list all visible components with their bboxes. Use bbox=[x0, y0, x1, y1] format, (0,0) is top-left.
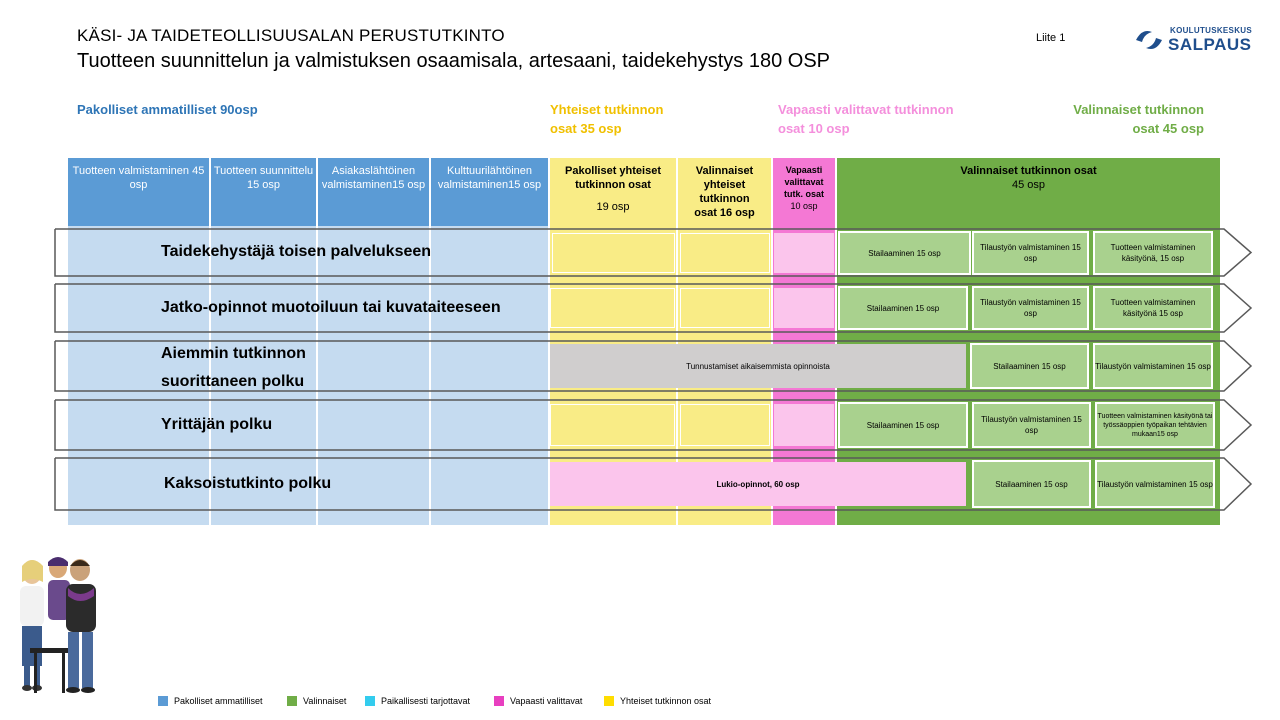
legend-item-vapaasti: Vapaasti valittavat bbox=[494, 696, 582, 706]
cell-lukio-opinnot: Lukio-opinnot, 60 osp bbox=[550, 462, 966, 506]
col-valinnaiset-label: Valinnaiset tutkinnon osat bbox=[960, 165, 1097, 177]
page-subtitle: KÄSI- JA TAIDETEOLLISUUSALAN PERUSTUTKIN… bbox=[77, 26, 505, 45]
cell-tilaustyo: Tilaustyön valmistaminen 15 osp bbox=[1093, 343, 1213, 389]
row-label: Yrittäjän polku bbox=[161, 416, 273, 433]
legend-swatch bbox=[604, 696, 614, 706]
legend-label: Paikallisesti tarjottavat bbox=[381, 696, 471, 706]
row-arrow-outline bbox=[54, 283, 1253, 333]
divider bbox=[209, 226, 211, 525]
cell-tilaustyo: Tilaustyön valmistaminen 15 osp bbox=[972, 286, 1089, 330]
page-title: Tuotteen suunnittelun ja valmistuksen os… bbox=[77, 50, 831, 72]
section-valinnaiset-line2: osat 45 osp bbox=[1132, 121, 1204, 136]
row-label: Jatko-opinnot muotoiluun tai kuvataitees… bbox=[161, 299, 501, 316]
section-vapaasti-line1: Vapaasti valittavat tutkinnon bbox=[778, 102, 954, 117]
path-row-aiemmin: Aiemmin tutkinnon suorittaneen polku Tun… bbox=[54, 340, 1253, 392]
row-arrow-outline bbox=[54, 340, 1253, 392]
cell-pink bbox=[774, 233, 834, 273]
col-valinnaiset-tutkinnon: Valinnaiset tutkinnon osat 45 osp bbox=[837, 158, 1220, 226]
col-vapaasti-label: Vapaasti valittavat tutk. osat bbox=[783, 165, 824, 199]
legend-item-valinnaiset: Valinnaiset bbox=[287, 696, 346, 706]
col-tuotteen-suunnittelu: Tuotteen suunnittelu 15 osp bbox=[211, 158, 316, 226]
section-vapaasti-line2: osat 10 osp bbox=[778, 121, 850, 136]
legend-label: Pakolliset ammatilliset bbox=[174, 696, 263, 706]
salpaus-logo: KOULUTUSKESKUS SALPAUS bbox=[1132, 24, 1262, 58]
section-valinnaiset-line1: Valinnaiset tutkinnon bbox=[1073, 102, 1204, 117]
section-pakolliset: Pakolliset ammatilliset 90osp bbox=[77, 102, 258, 117]
legend-swatch bbox=[287, 696, 297, 706]
divider bbox=[316, 226, 318, 525]
legend-item-paikallisesti: Paikallisesti tarjottavat bbox=[365, 696, 470, 706]
legend-label: Valinnaiset bbox=[303, 696, 347, 706]
col-valinnaiset-osp: 45 osp bbox=[1011, 179, 1046, 191]
col-kulttuurilahtoinen: Kulttuurilähtöinen valmistaminen15 osp bbox=[431, 158, 548, 226]
legend-item-pakolliset: Pakolliset ammatilliset bbox=[158, 696, 263, 706]
cell-tilaustyo: Tilaustyön valmistaminen 15 osp bbox=[972, 231, 1089, 275]
col-pakolliset-yhteiset-osp: 19 osp bbox=[596, 201, 630, 213]
col-vapaasti-valittavat: Vapaasti valittavat tutk. osat 10 osp bbox=[773, 158, 835, 226]
cell-yellow bbox=[550, 288, 675, 328]
path-row-taidekehystaja: Taidekehystäjä toisen palvelukseen Stail… bbox=[54, 228, 1253, 277]
cell-stailaaminen: Stailaaminen 15 osp bbox=[838, 402, 968, 448]
cell-tilaustyo: Tilaustyön valmistaminen 15 osp bbox=[972, 402, 1091, 448]
cell-tuotteen-valmistaminen: Tuotteen valmistaminen käsityönä tai työ… bbox=[1095, 402, 1215, 448]
col-valinnaiset-yhteiset: Valinnaiset yhteiset tutkinnon osat 16 o… bbox=[678, 158, 771, 226]
cell-stailaaminen: Stailaaminen 15 osp bbox=[970, 343, 1089, 389]
cell-tuotteen-valmistaminen: Tuotteen valmistaminen käsityönä, 15 osp bbox=[1093, 231, 1213, 275]
row-label-line2: suorittaneen polku bbox=[161, 373, 305, 390]
cell-yellow bbox=[680, 404, 770, 446]
col-pakolliset-yhteiset-label: Pakolliset yhteiset tutkinnon osat bbox=[565, 165, 661, 191]
cell-stailaaminen: Stailaaminen 15 osp bbox=[972, 460, 1091, 508]
students-illustration-icon bbox=[20, 557, 96, 693]
row-label: Kaksoistutkinto polku bbox=[164, 475, 332, 492]
cell-pink bbox=[774, 404, 834, 446]
col-asiakaslahtoinen: Asiakaslähtöinen valmistaminen15 osp bbox=[318, 158, 429, 226]
cell-tuotteen-valmistaminen: Tuotteen valmistaminen käsityönä 15 osp bbox=[1093, 286, 1213, 330]
logo-top-text: KOULUTUSKESKUS bbox=[1170, 26, 1252, 35]
divider bbox=[429, 226, 431, 525]
legend-label: Yhteiset tutkinnon osat bbox=[620, 696, 712, 706]
row-label-line1: Aiemmin tutkinnon bbox=[161, 345, 306, 362]
section-yhteiset: Yhteiset tutkinnon osat 35 osp bbox=[550, 100, 663, 138]
section-yhteiset-line1: Yhteiset tutkinnon bbox=[550, 102, 664, 117]
legend-swatch bbox=[158, 696, 168, 706]
logo-mark-icon bbox=[1136, 31, 1162, 49]
row-arrow-outline bbox=[54, 399, 1253, 451]
attachment-label: Liite 1 bbox=[1036, 32, 1066, 44]
legend-item-yhteiset: Yhteiset tutkinnon osat bbox=[604, 696, 711, 706]
row-arrow-outline bbox=[54, 457, 1253, 511]
cell-yellow bbox=[552, 233, 675, 273]
cell-tilaustyo: Tilaustyön valmistaminen 15 osp bbox=[1095, 460, 1215, 508]
path-row-kaksoistutkinto: Kaksoistutkinto polku Lukio-opinnot, 60 … bbox=[54, 457, 1253, 511]
cell-yellow bbox=[680, 288, 770, 328]
cell-tunnustamiset: Tunnustamiset aikaisemmista opinnoista bbox=[550, 344, 966, 388]
row-arrow-outline bbox=[54, 228, 1253, 277]
path-row-yrittaja: Yrittäjän polku Stailaaminen 15 osp Tila… bbox=[54, 399, 1253, 451]
col-pakolliset-yhteiset: Pakolliset yhteiset tutkinnon osat 19 os… bbox=[550, 158, 676, 226]
section-yhteiset-line2: osat 35 osp bbox=[550, 121, 622, 136]
cell-stailaaminen: Stailaaminen 15 osp bbox=[838, 286, 968, 330]
logo-main-text: SALPAUS bbox=[1168, 35, 1252, 54]
col-tuotteen-valmistaminen: Tuotteen valmistaminen 45 osp bbox=[68, 158, 209, 226]
cell-yellow bbox=[680, 233, 770, 273]
section-valinnaiset: Valinnaiset tutkinnon osat 45 osp bbox=[1040, 100, 1204, 138]
students-photo bbox=[10, 548, 110, 698]
row-label: Taidekehystäjä toisen palvelukseen bbox=[161, 243, 432, 260]
cell-yellow bbox=[550, 404, 675, 446]
legend-label: Vapaasti valittavat bbox=[510, 696, 583, 706]
cell-pink bbox=[774, 288, 834, 328]
cell-stailaaminen: Stailaaminen 15 osp bbox=[838, 231, 971, 275]
section-vapaasti: Vapaasti valittavat tutkinnon osat 10 os… bbox=[778, 100, 954, 138]
path-row-jatko-opinnot: Jatko-opinnot muotoiluun tai kuvataitees… bbox=[54, 283, 1253, 333]
legend-swatch bbox=[365, 696, 375, 706]
legend-swatch bbox=[494, 696, 504, 706]
col-vapaasti-osp: 10 osp bbox=[790, 201, 818, 211]
